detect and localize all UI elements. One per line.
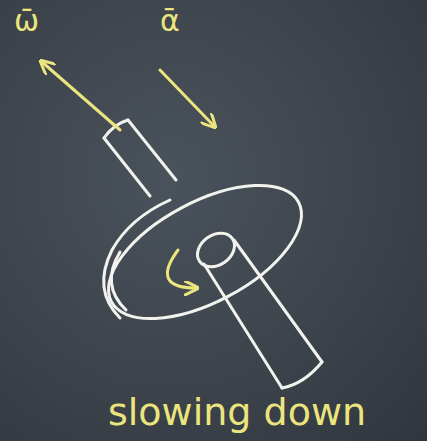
angular-velocity-symbol: ω̄ bbox=[14, 4, 39, 37]
shaft-edge bbox=[104, 138, 150, 196]
disk-thickness bbox=[111, 252, 126, 310]
rotation-arrow bbox=[167, 250, 196, 288]
shaft-end bbox=[282, 362, 322, 388]
shaft-edge bbox=[204, 264, 282, 388]
caption-note: slowing down bbox=[108, 392, 366, 434]
angular-acceleration-symbol: ᾱ bbox=[160, 4, 180, 37]
alpha-arrow bbox=[160, 70, 214, 126]
disk-thickness bbox=[104, 200, 170, 318]
disk-rim bbox=[88, 158, 322, 346]
omega-arrow bbox=[42, 62, 120, 130]
shaft-face bbox=[191, 226, 241, 274]
shaft-edge bbox=[234, 240, 322, 362]
shaft-edge bbox=[128, 120, 176, 180]
shaft-end bbox=[104, 120, 128, 138]
